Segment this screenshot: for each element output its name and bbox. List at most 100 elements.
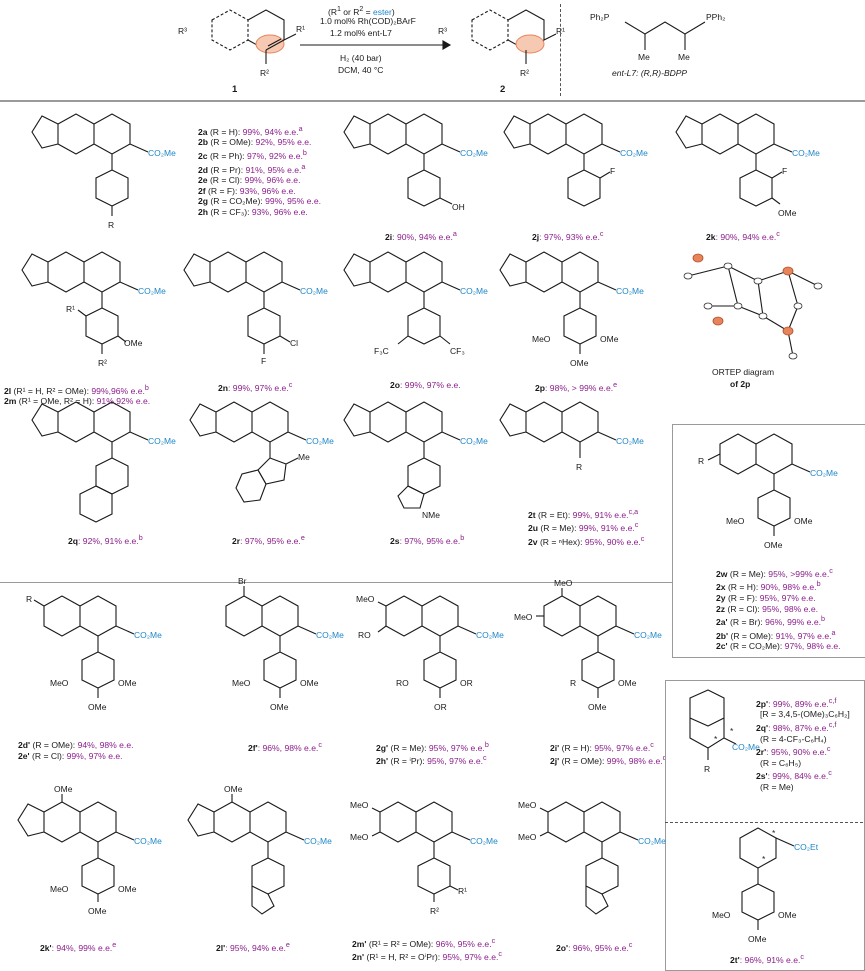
- entry-2jp: 2j' (R = OMe): 99%, 98% e.e.c: [550, 754, 667, 767]
- structure-2k: CO₂Me F OMe: [675, 113, 820, 218]
- caption-2o2: 2o': 96%, 95% e.e.c: [556, 941, 633, 953]
- ligand-structure: Ph₂P PPh₂ Me Me: [590, 12, 725, 62]
- structure-2k2: OMe CO₂Me MeO OMe OMe: [17, 784, 162, 916]
- caption-2f2: 2f': 96%, 98% e.e.c: [248, 741, 322, 753]
- entry-2l: 2l (R¹ = H, R² = OMe): 99%,96% e.e.b: [4, 384, 149, 396]
- svg-text:OMe: OMe: [778, 910, 797, 920]
- svg-text:MeO: MeO: [50, 884, 69, 894]
- product-structure: R³ R¹ R²: [438, 9, 565, 78]
- solvent-text: DCM, 40 °C: [338, 65, 384, 75]
- ligand-ph2p: Ph₂P: [590, 12, 610, 22]
- svg-text:R: R: [570, 678, 576, 688]
- svg-text:CO₂Me: CO₂Me: [306, 436, 334, 446]
- svg-text:MeO: MeO: [518, 800, 537, 810]
- entry-2z: 2z (R = Cl): 95%, 98% e.e.: [716, 603, 818, 614]
- svg-text:*: *: [762, 854, 766, 864]
- svg-text:MeO: MeO: [350, 800, 369, 810]
- svg-text:MeO: MeO: [554, 578, 573, 588]
- structure-2q: CO₂Me: [31, 401, 176, 523]
- entry-2pp: 2p': 99%, 89% e.e.c,f: [756, 697, 837, 709]
- caption-2t2: 2t': 96%, 91% e.e.c: [730, 953, 804, 965]
- entry-2f: 2f (R = F): 93%, 96% e.e.: [198, 185, 296, 196]
- caption-2k2: 2k': 94%, 99% e.e.e: [40, 941, 117, 953]
- svg-text:MeO: MeO: [50, 678, 69, 688]
- svg-text:MeO: MeO: [712, 910, 731, 920]
- entry-2u: 2u (R = Me): 99%, 91% e.e.c: [528, 521, 639, 534]
- condition-top: (R1 or R2 = ester): [328, 5, 395, 17]
- entry-2m: 2m (R¹ = OMe, R² = H): 91%,92% e.e.: [4, 396, 151, 407]
- ligand-me2: Me: [678, 52, 690, 62]
- reactant-label: 1: [232, 84, 238, 95]
- svg-text:*: *: [772, 828, 776, 838]
- svg-text:CO₂Me: CO₂Me: [470, 836, 498, 846]
- caption-2o: 2o: 99%, 97% e.e.: [390, 380, 461, 390]
- r3-label: R³: [178, 26, 187, 36]
- scheme-divider: [560, 4, 561, 96]
- product-r2: R²: [520, 68, 529, 78]
- structure-2p: CO₂Me MeO OMe OMe: [499, 251, 644, 368]
- entry-2gp: 2g' (R = Me): 95%, 97% e.e.b: [376, 741, 489, 753]
- structure-2l2: OMe CO₂Me: [187, 784, 332, 915]
- caption-2j: 2j: 97%, 93% e.e.c: [532, 230, 604, 242]
- svg-text:CO₂Me: CO₂Me: [316, 630, 344, 640]
- structure-2n: CO₂Me Cl F: [183, 251, 328, 366]
- svg-text:CO₂Me: CO₂Me: [476, 630, 504, 640]
- structure-2o2: MeO MeO CO₂Me: [518, 800, 666, 915]
- svg-text:CO₂Me: CO₂Me: [138, 286, 166, 296]
- caption-2l2: 2l': 95%, 94% e.e.e: [216, 941, 290, 953]
- svg-text:OR: OR: [434, 702, 447, 712]
- entry-2ap: 2a' (R = Br): 96%, 99% e.e.b: [716, 615, 825, 627]
- svg-text:MeO: MeO: [232, 678, 251, 688]
- entry-2qp: 2q': 98%, 87% e.e.c,f: [756, 721, 837, 733]
- entry-2bp: 2b' (R = OMe): 91%, 97% e.e.a: [716, 628, 836, 641]
- svg-text:CO₂Me: CO₂Me: [134, 836, 162, 846]
- structure-2p-2s: * * CO₂Me R: [689, 689, 760, 774]
- svg-text:RO: RO: [358, 630, 371, 640]
- svg-text:*: *: [730, 726, 734, 736]
- svg-text:OMe: OMe: [748, 934, 767, 944]
- svg-text:CO₂Me: CO₂Me: [304, 836, 332, 846]
- r2-label: R²: [260, 68, 269, 78]
- svg-text:MeO: MeO: [356, 594, 375, 604]
- structure-2r: CO₂Me Me: [189, 401, 334, 503]
- svg-text:CO₂Me: CO₂Me: [616, 286, 644, 296]
- structure-2l-2m: CO₂Me R¹ OMe R²: [21, 251, 166, 368]
- svg-text:R: R: [576, 462, 582, 472]
- reaction-arrow: [300, 40, 452, 50]
- svg-text:NMe: NMe: [422, 510, 440, 520]
- entry-2dp: 2d' (R = OMe): 94%, 98% e.e.: [18, 740, 134, 750]
- svg-text:CO₂Me: CO₂Me: [638, 836, 666, 846]
- mid-separator-v: [672, 424, 673, 582]
- structure-2g-2h: CO₂Me MeO RO RO OR OR: [356, 594, 504, 712]
- ligand-name: ent-L7: (R,R)-BDPP: [612, 68, 688, 78]
- svg-text:OMe: OMe: [570, 358, 589, 368]
- entry-sub: [R = 3,4,5-(OMe)₃C₆H₂]: [760, 709, 850, 720]
- svg-text:CO₂Et: CO₂Et: [794, 842, 819, 852]
- ligand-pph2: PPh₂: [706, 12, 725, 22]
- svg-text:CO₂Me: CO₂Me: [134, 630, 162, 640]
- svg-text:MeO: MeO: [726, 516, 745, 526]
- structure-2i-2j: CO₂Me MeO MeO R OMe OMe: [514, 578, 662, 712]
- entry-2np: 2n' (R¹ = H, R² = OⁱPr): 95%, 97% e.e.c: [352, 950, 502, 963]
- entry-2b: 2b (R = OMe): 92%, 95% e.e.: [198, 137, 312, 148]
- svg-text:CO₂Me: CO₂Me: [616, 436, 644, 446]
- caption-2d-2e: 2d' (R = OMe): 94%, 98% e.e.2e' (R = Cl)…: [18, 740, 134, 761]
- caption-2k: 2k: 90%, 94% e.e.c: [706, 230, 780, 242]
- svg-text:CO₂Me: CO₂Me: [460, 286, 488, 296]
- svg-text:F: F: [610, 166, 615, 176]
- svg-text:OMe: OMe: [778, 208, 797, 218]
- svg-text:OMe: OMe: [270, 702, 289, 712]
- svg-text:CO₂Me: CO₂Me: [732, 742, 760, 752]
- svg-text:OMe: OMe: [588, 702, 607, 712]
- svg-text:MeO: MeO: [350, 832, 369, 842]
- svg-text:OMe: OMe: [600, 334, 619, 344]
- entry-2cp: 2c' (R = CO₂Me): 97%, 98% e.e.: [716, 641, 841, 651]
- svg-text:CO₂Me: CO₂Me: [300, 286, 328, 296]
- caption-2r: 2r: 97%, 95% e.e.e: [232, 534, 305, 546]
- structure-2m-2n: MeO MeO CO₂Me R¹ R²: [350, 800, 498, 916]
- svg-text:OMe: OMe: [88, 906, 107, 916]
- entry-2v: 2v (R = ⁿHex): 95%, 90% e.e.c: [528, 534, 645, 547]
